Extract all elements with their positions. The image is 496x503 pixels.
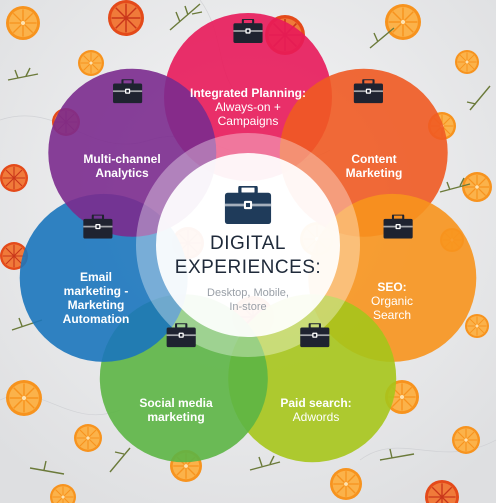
orange-slice-icon — [74, 424, 102, 452]
petal-title-line2: Analytics — [95, 166, 149, 180]
petal-subtitle-line2: Campaigns — [217, 114, 279, 128]
petal-label-paid-search: Paid search: Adwords — [256, 396, 376, 424]
petal-title-line1: Email — [79, 270, 112, 284]
center-title-line1: DIGITAL — [210, 233, 286, 254]
petal-title-line2: Marketing — [345, 166, 403, 180]
petal-label-email-marketing: Email marketing - Marketing Automation — [36, 270, 156, 326]
orange-slice-icon — [108, 0, 144, 36]
petal-title: Paid search: — [280, 396, 352, 410]
orange-slice-icon — [6, 380, 42, 416]
petal-label-social-media-marketing: Social media marketing — [116, 396, 236, 424]
petal-label-integrated-planning: Integrated Planning: Always-on + Campaig… — [188, 86, 308, 128]
center-subtitle-line2: In-store — [229, 301, 267, 313]
decor-herbs — [7, 3, 491, 475]
orange-slice-icon — [78, 50, 104, 76]
center-subtitle-line1: Desktop, Mobile, — [207, 287, 289, 299]
petal-subtitle-line1: Adwords — [292, 410, 340, 424]
petal-title: SEO: — [377, 280, 407, 294]
petal-title: Integrated Planning: — [189, 86, 306, 100]
petal-title-line2: marketing - — [63, 284, 129, 298]
petal-title-line1: Content — [351, 152, 397, 166]
petal-title-line3: Marketing — [67, 298, 125, 312]
orange-slice-icon — [6, 6, 40, 40]
orange-slice-icon — [330, 468, 362, 500]
center-title-line2: EXPERIENCES: — [174, 257, 322, 278]
petal-title-line2: marketing — [147, 410, 205, 424]
petal-label-multi-channel-analytics: Multi-channel Analytics — [62, 152, 182, 180]
petal-title-line1: Multi-channel — [83, 152, 161, 166]
petal-label-content-marketing: Content Marketing — [314, 152, 434, 180]
petal-paid-search — [228, 294, 397, 463]
orange-slice-icon — [452, 426, 480, 454]
petal-subtitle-line2: Search — [372, 308, 412, 322]
orange-slice-icon — [385, 4, 421, 40]
petal-subtitle-line1: Organic — [370, 294, 414, 308]
orange-slice-icon — [455, 50, 479, 74]
petal-label-seo: SEO: Organic Search — [332, 280, 452, 322]
orange-slice-icon — [462, 172, 492, 202]
petal-email-marketing — [19, 193, 188, 362]
petal-title-line4: Automation — [62, 312, 130, 326]
petal-title-line1: Social media — [139, 396, 213, 410]
orange-slice-icon — [0, 163, 28, 193]
orange-slice-icon — [465, 314, 489, 338]
petal-subtitle-line1: Always-on + — [215, 100, 281, 114]
center-label: DIGITAL EXPERIENCES: Desktop, Mobile, In… — [163, 232, 333, 314]
center-circle — [156, 153, 340, 337]
